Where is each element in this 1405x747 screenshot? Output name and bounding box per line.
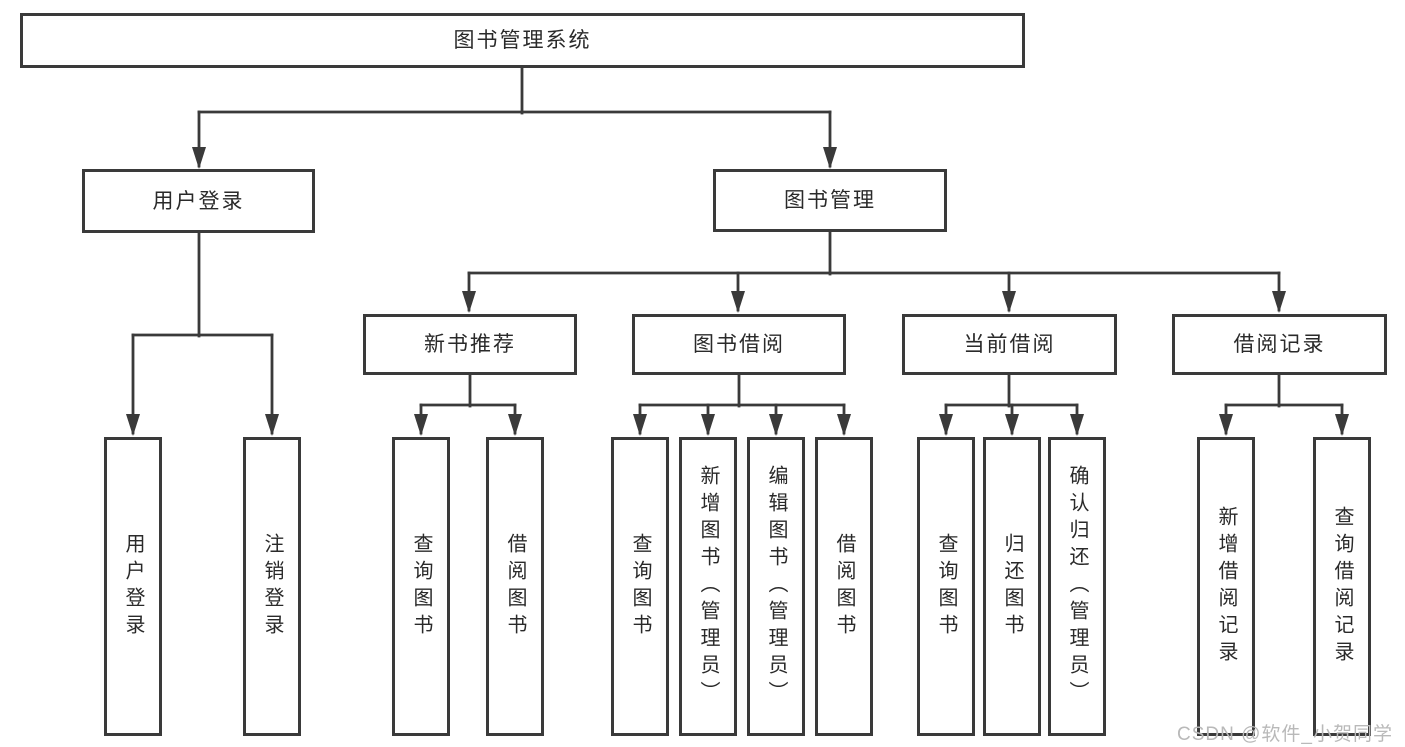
node-label: 用户登录: [122, 532, 144, 641]
node-label: 借阅图书: [833, 532, 855, 641]
node-label: 查询图书: [935, 532, 957, 641]
csdn-watermark: CSDN @软件_小贺同学: [1177, 724, 1393, 745]
node-label: 查询借阅记录: [1331, 505, 1353, 668]
node-label: 新书推荐: [424, 333, 516, 356]
node-label: 图书管理系统: [453, 29, 592, 52]
node-user-login: 用户登录: [82, 169, 315, 233]
node-label: 图书管理: [784, 189, 876, 212]
leaf-add-book-admin: 新增图书（管理员）: [679, 437, 737, 736]
node-label: 新增借阅记录: [1215, 505, 1237, 668]
leaf-edit-book-admin: 编辑图书（管理员）: [747, 437, 805, 736]
leaf-borrow-books-recommend: 借阅图书: [486, 437, 544, 736]
leaf-query-books-current: 查询图书: [917, 437, 975, 736]
node-label: 借阅记录: [1233, 333, 1326, 356]
node-label: 新增图书（管理员）: [697, 465, 719, 708]
node-label: 查询图书: [410, 532, 432, 641]
node-label: 当前借阅: [963, 333, 1056, 356]
node-current-borrowing: 当前借阅: [902, 314, 1117, 375]
node-borrowing-records: 借阅记录: [1172, 314, 1387, 375]
node-label: 查询图书: [629, 532, 651, 641]
node-library-management-system: 图书管理系统: [20, 13, 1025, 68]
node-label: 注销登录: [261, 532, 283, 641]
node-label: 编辑图书（管理员）: [765, 465, 787, 708]
leaf-query-borrow-record: 查询借阅记录: [1313, 437, 1371, 736]
node-label: 归还图书: [1001, 532, 1023, 641]
leaf-query-books-borrowing: 查询图书: [611, 437, 669, 736]
leaf-borrow-books: 借阅图书: [815, 437, 873, 736]
node-book-borrowing: 图书借阅: [632, 314, 846, 375]
leaf-add-borrow-record: 新增借阅记录: [1197, 437, 1255, 736]
leaf-confirm-return-admin: 确认归还（管理员）: [1048, 437, 1106, 736]
leaf-return-book: 归还图书: [983, 437, 1041, 736]
node-label: 图书借阅: [693, 333, 785, 356]
leaf-logout: 注销登录: [243, 437, 301, 736]
node-new-book-recommendation: 新书推荐: [363, 314, 577, 375]
node-label: 借阅图书: [504, 532, 526, 641]
node-label: 确认归还（管理员）: [1066, 465, 1088, 708]
node-label: 用户登录: [152, 189, 245, 213]
leaf-query-books-recommend: 查询图书: [392, 437, 450, 736]
node-book-management: 图书管理: [713, 169, 947, 232]
leaf-user-login: 用户登录: [104, 437, 162, 736]
